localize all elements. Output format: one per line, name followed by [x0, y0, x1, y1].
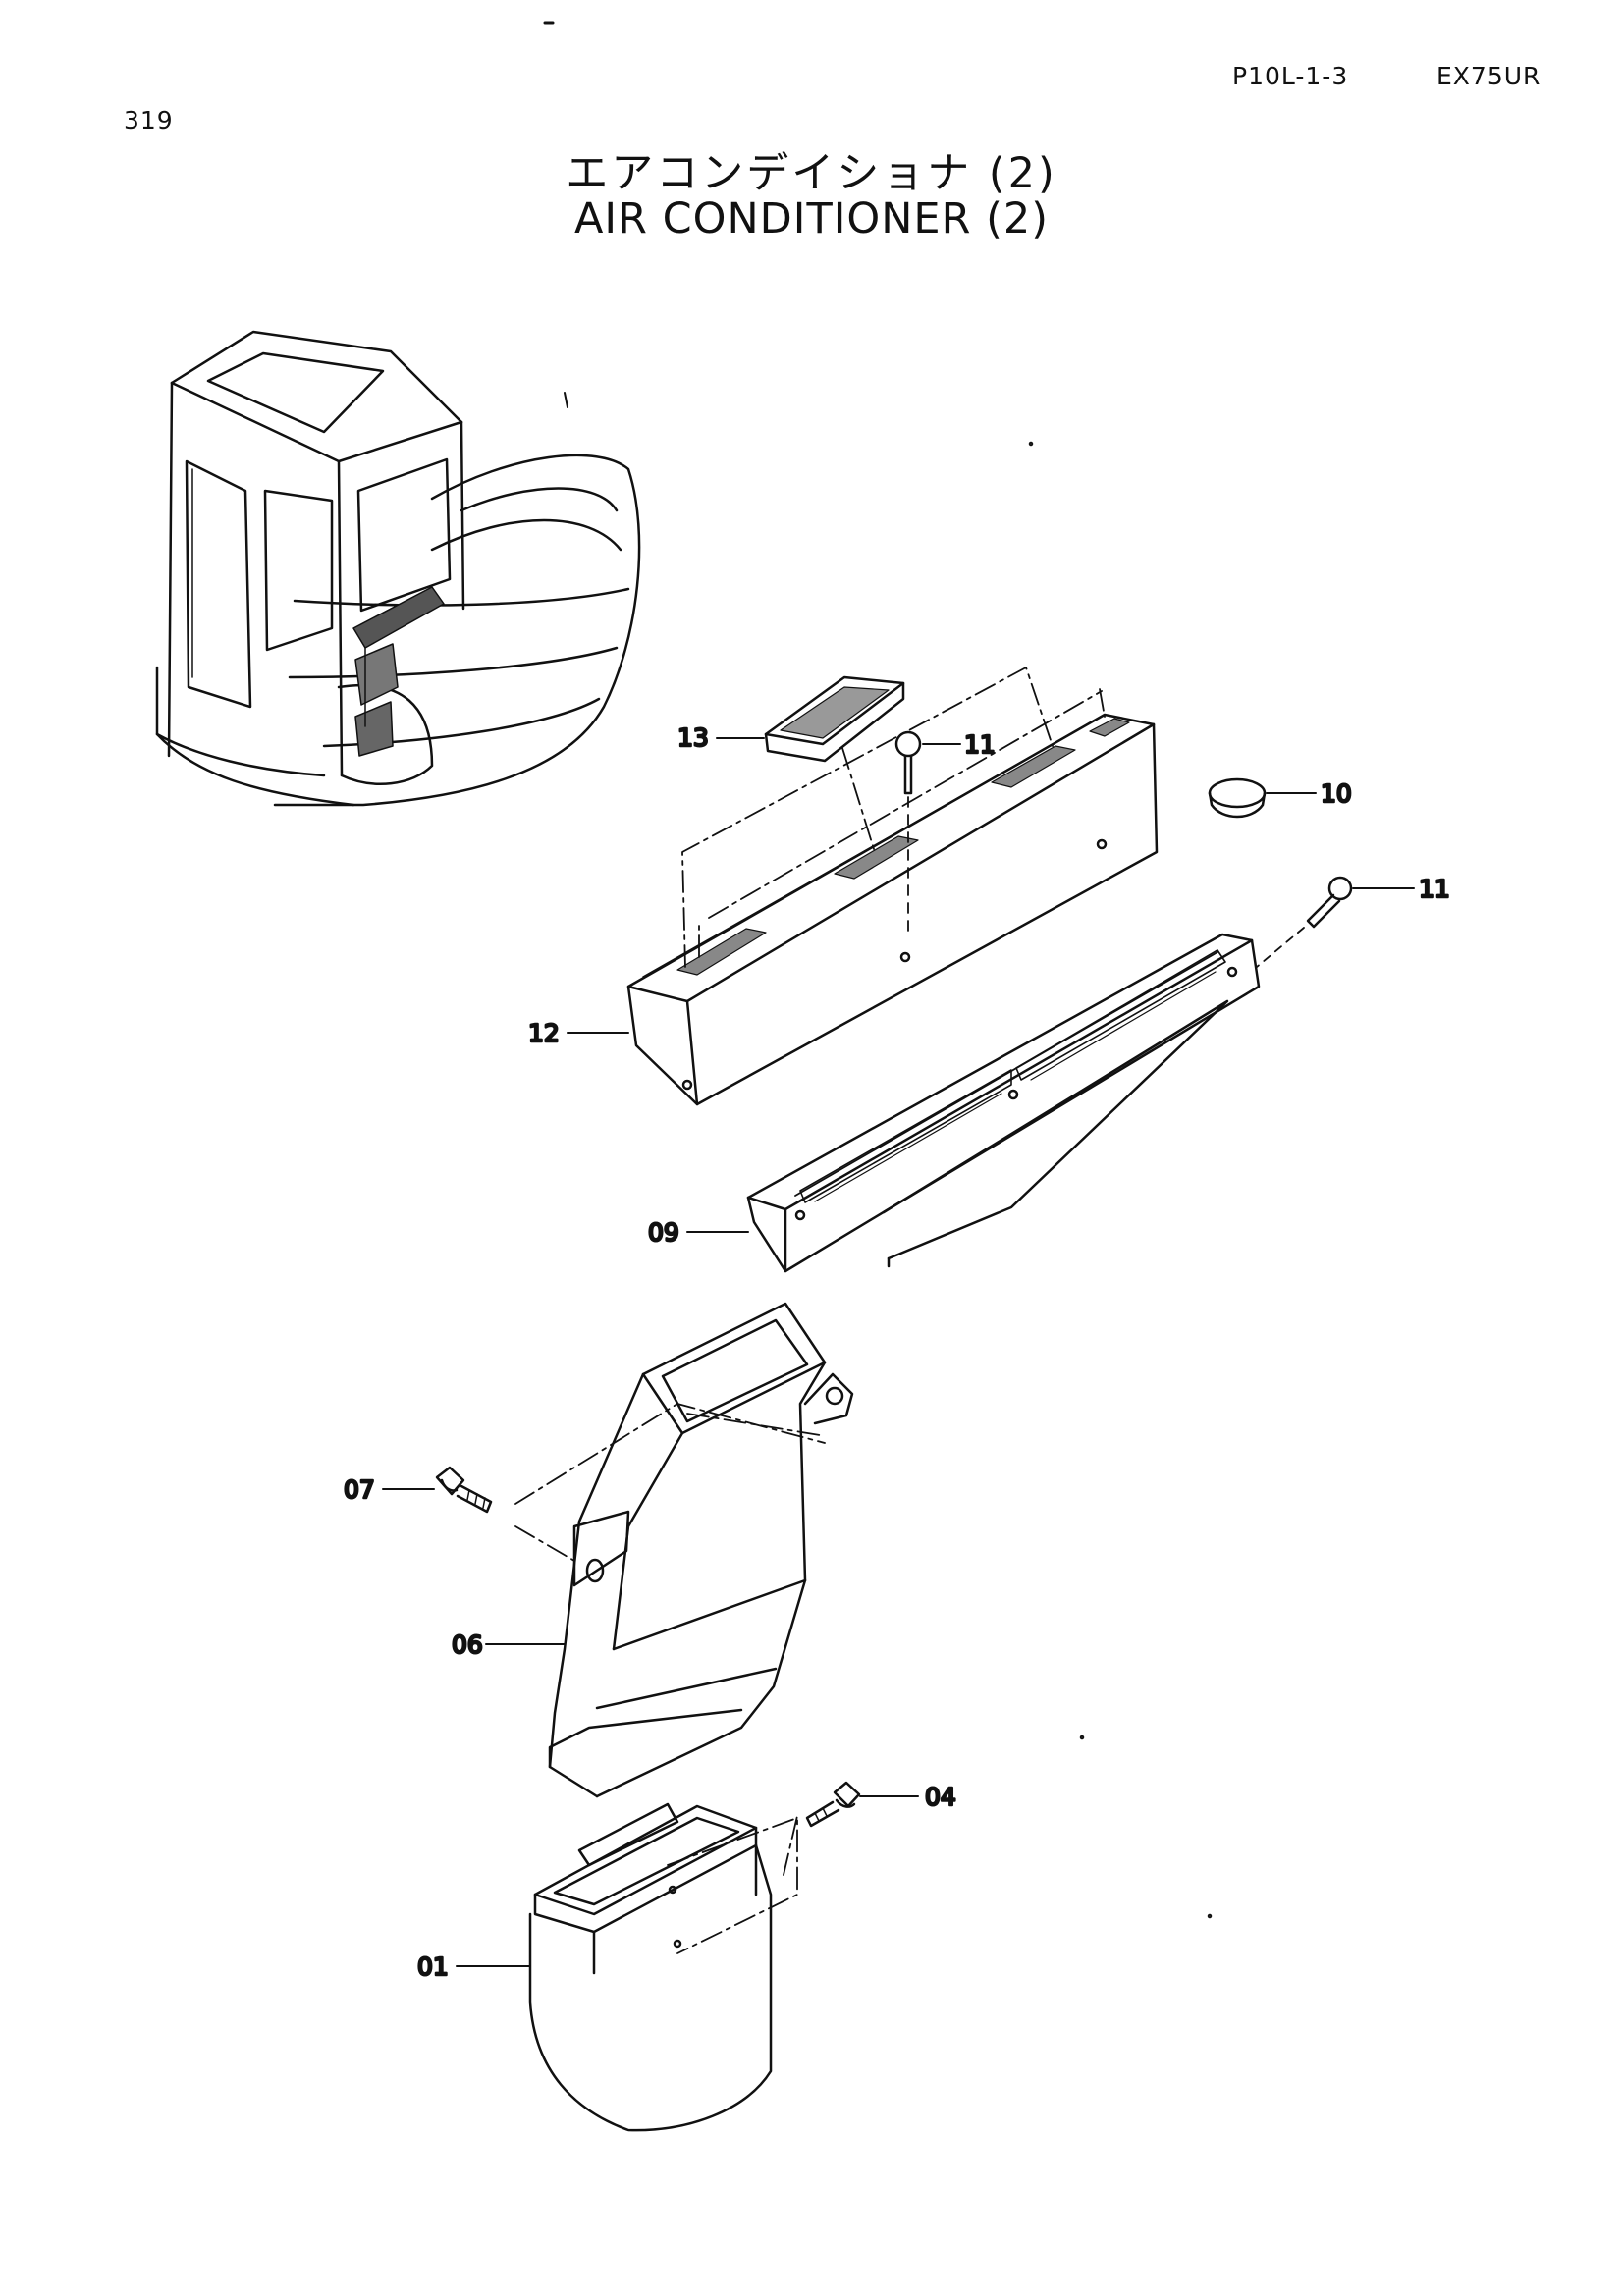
part-09-outlet-tray [746, 933, 1261, 1273]
callout-06: 06 [452, 1630, 483, 1659]
callout-11-right: 11 [1419, 875, 1450, 903]
part-13-grille [764, 675, 905, 763]
part-11-screw-top [894, 730, 922, 938]
title-japanese: エアコンデイショナ (2) [566, 149, 1057, 198]
callout-04: 04 [925, 1783, 956, 1811]
part-06-elbow-duct [548, 1302, 854, 1798]
duct-highlight [352, 586, 445, 757]
assembly-guide-lines [514, 667, 1106, 1954]
part-10-cap [1208, 777, 1267, 819]
part-12-vent-duct [626, 713, 1159, 1106]
model-code: EX75UR [1436, 62, 1542, 90]
code-reference: P10L-1-3 [1232, 62, 1349, 90]
callout-01: 01 [417, 1952, 449, 1981]
callout-13: 13 [677, 723, 709, 752]
excavator-cab-overview [155, 330, 641, 807]
callout-09: 09 [648, 1218, 679, 1247]
callout-07: 07 [344, 1475, 375, 1504]
page-number: 319 [124, 106, 174, 134]
title-english: AIR CONDITIONER (2) [573, 194, 1050, 243]
part-01-lower-duct [528, 1802, 773, 2132]
leader-lines [382, 737, 1415, 1967]
part-11-screw-right [1256, 876, 1353, 968]
part-04-bolt [805, 1781, 861, 1828]
part-07-bolt [435, 1466, 493, 1514]
callout-12: 12 [528, 1019, 560, 1047]
callout-11-top: 11 [964, 730, 996, 759]
callout-10: 10 [1321, 779, 1352, 808]
